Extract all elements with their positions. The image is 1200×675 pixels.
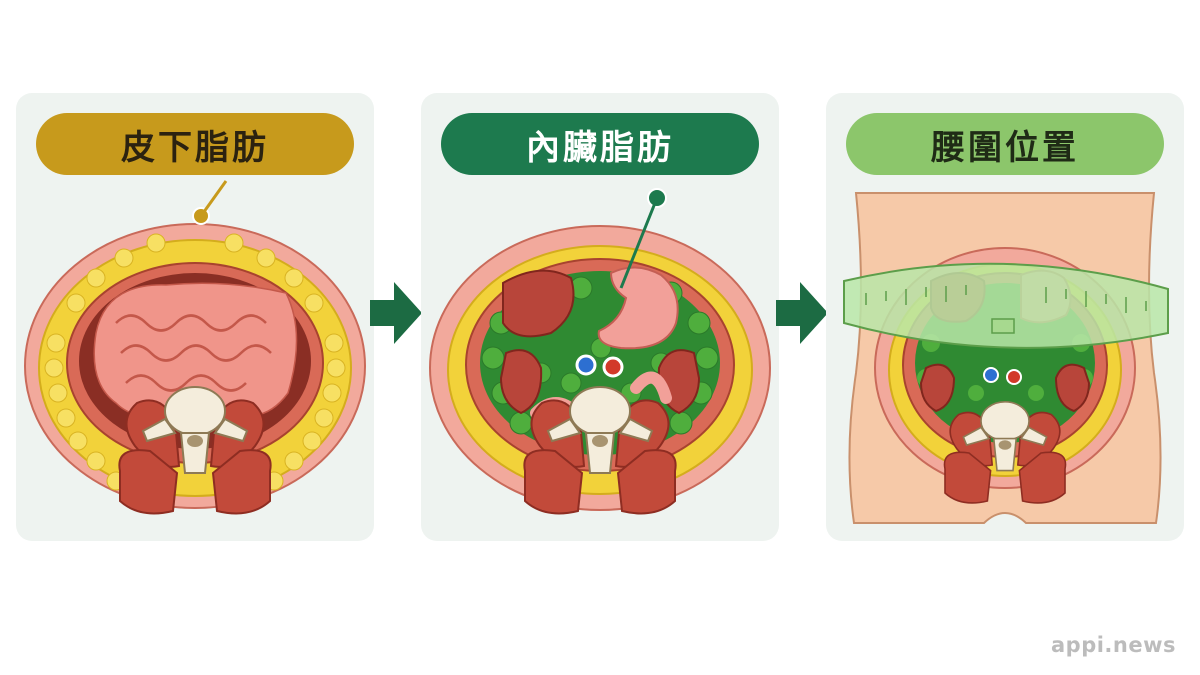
panel-label-subcutaneous-fat: 皮下脂肪 bbox=[36, 113, 354, 175]
panel-subcutaneous-fat: 皮下脂肪 bbox=[16, 93, 374, 541]
panel-label-waist-position: 腰圍位置 bbox=[846, 113, 1164, 175]
visceral-fat-illustration bbox=[429, 188, 771, 515]
panel-waist-position: 腰圍位置 bbox=[826, 93, 1184, 541]
waist-position-illustration bbox=[843, 192, 1169, 524]
panel-label-visceral-fat: 內臟脂肪 bbox=[441, 113, 759, 175]
panel-visceral-fat: 內臟脂肪 bbox=[421, 93, 779, 541]
arrow-right-icon bbox=[776, 282, 828, 344]
arrow-right-icon bbox=[370, 282, 422, 344]
watermark: appi.news bbox=[1050, 633, 1176, 657]
subcutaneous-fat-illustration bbox=[24, 180, 366, 515]
